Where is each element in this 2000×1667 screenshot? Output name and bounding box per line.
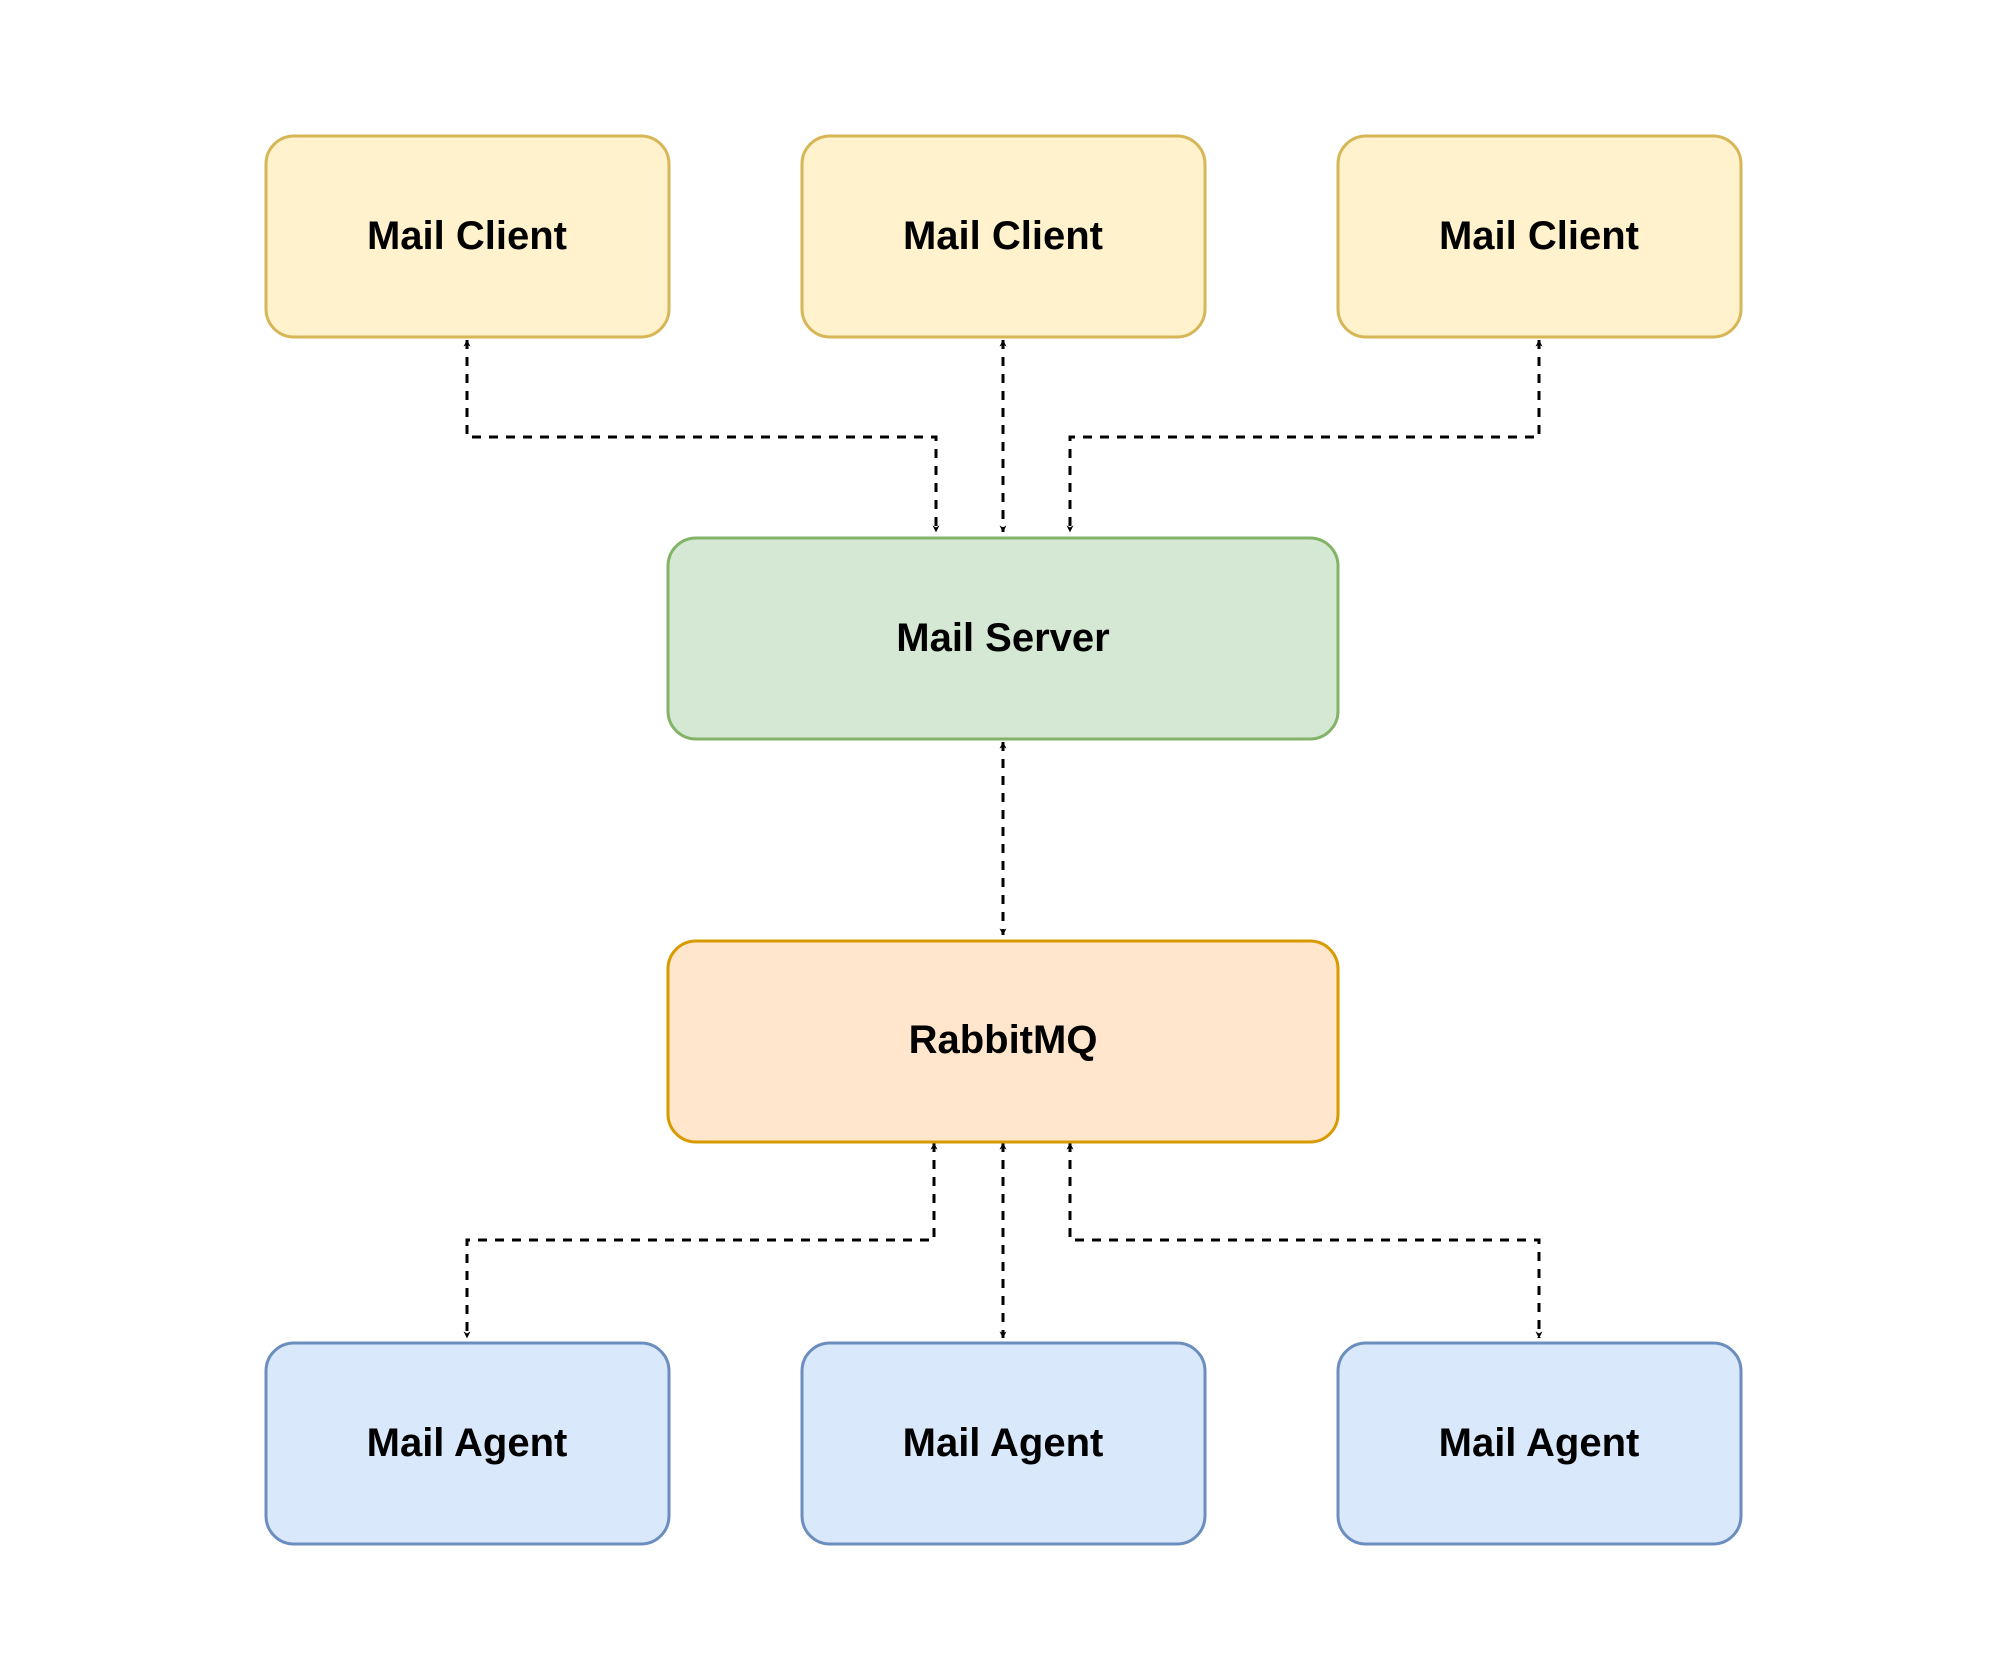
node-mail-server: Mail Server [666, 536, 1340, 741]
node-mail-client-2: Mail Client [800, 134, 1207, 339]
node-mail-agent-3: Mail Agent [1336, 1341, 1743, 1546]
node-box [800, 1341, 1207, 1546]
node-label: Mail Client [903, 214, 1103, 258]
node-label: Mail Client [367, 214, 567, 258]
node-rabbitmq: RabbitMQ [666, 939, 1340, 1144]
node-box [1336, 134, 1743, 339]
node-label: RabbitMQ [909, 1018, 1098, 1062]
edge-queue-agent-1 [463, 1142, 938, 1339]
node-mail-client-3: Mail Client [1336, 134, 1743, 339]
node-mail-agent-1: Mail Agent [264, 1341, 671, 1546]
node-label: Mail Agent [903, 1421, 1104, 1465]
node-label: Mail Agent [367, 1421, 568, 1465]
node-box [666, 939, 1340, 1144]
node-box [666, 536, 1340, 741]
node-label: Mail Agent [1439, 1421, 1640, 1465]
node-box [264, 134, 671, 339]
node-box [800, 134, 1207, 339]
node-label: Mail Client [1439, 214, 1639, 258]
node-mail-client-1: Mail Client [264, 134, 671, 339]
edge-client-3-server [1066, 339, 1543, 533]
node-box [264, 1341, 671, 1546]
edges [463, 339, 1543, 1339]
node-box [1336, 1341, 1743, 1546]
node-mail-agent-2: Mail Agent [800, 1341, 1207, 1546]
edge-queue-agent-3 [1066, 1142, 1543, 1339]
node-label: Mail Server [896, 616, 1109, 660]
edge-client-1-server [463, 339, 940, 533]
